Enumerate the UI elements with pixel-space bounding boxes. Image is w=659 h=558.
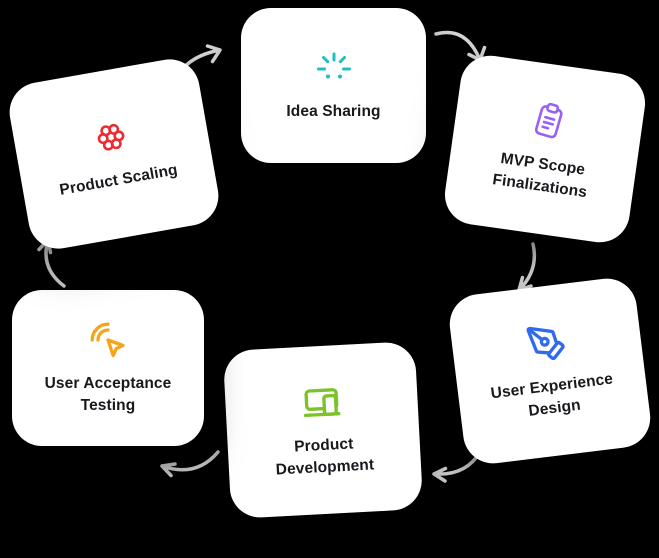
card-user-acceptance-testing: User Acceptance Testing: [12, 290, 204, 446]
card-product-scaling: Product Scaling: [4, 54, 224, 254]
card-label: MVP Scope Finalizations: [491, 150, 589, 201]
card-mvp-scope-finalizations: MVP Scope Finalizations: [441, 51, 649, 247]
circle-cluster-icon: [88, 114, 134, 160]
card-label: Idea Sharing: [286, 103, 381, 121]
card-label: User Experience Design: [489, 370, 614, 420]
laptop-devices-icon: [301, 381, 343, 423]
sparkle-burst-icon: [314, 48, 354, 88]
card-product-development: Product Development: [222, 341, 424, 519]
card-label: Product Scaling: [58, 161, 179, 199]
card-label: Product Development: [275, 435, 375, 479]
card-label: User Acceptance Testing: [44, 375, 172, 414]
cursor-click-icon: [88, 320, 128, 360]
pen-tool-icon: [524, 321, 569, 366]
card-idea-sharing: Idea Sharing: [241, 8, 426, 163]
clipboard-checklist-icon: [526, 99, 571, 144]
card-user-experience-design: User Experience Design: [446, 275, 654, 467]
